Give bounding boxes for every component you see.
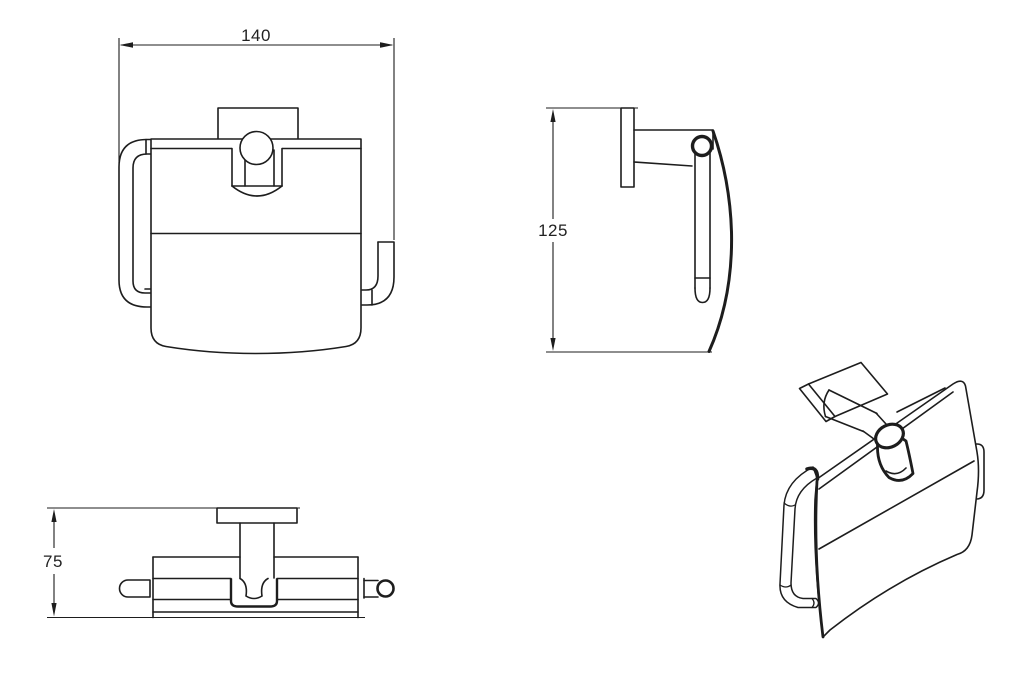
- top-view: 75: [43, 507, 395, 619]
- dim-arrow-right: [380, 42, 394, 48]
- cover-flap-iso: [813, 380, 980, 638]
- front-extension-lines: [118, 38, 395, 240]
- roll-bar-left-end: [118, 579, 151, 598]
- roll-bar-side: [694, 149, 711, 304]
- side-view: 125: [538, 107, 734, 353]
- roll-bar-iso: [779, 466, 820, 609]
- top-depth-dimension: 75: [43, 552, 63, 571]
- front-view: 140: [118, 26, 395, 355]
- dim-arrow-up: [550, 109, 556, 122]
- hinge-bracket-top: [229, 577, 279, 608]
- roll-bar-bend-accent: [805, 466, 820, 481]
- side-height-dimension: 125: [538, 221, 568, 240]
- wall-plate-side: [620, 107, 635, 188]
- cover-flap: [150, 138, 362, 355]
- mount-arm: [633, 129, 714, 167]
- dim-arrow-up: [51, 509, 57, 522]
- wall-plate-top: [216, 507, 298, 524]
- side-extension-lines: [546, 107, 712, 353]
- spindle-knob: [239, 130, 274, 166]
- dim-arrow-down: [550, 338, 556, 351]
- mount-post: [239, 522, 275, 579]
- roll-bar-right-end: [363, 579, 395, 598]
- flap-profile-curve: [707, 129, 734, 353]
- cover-left-edge: [814, 479, 825, 639]
- roll-bar-right-hook: [361, 241, 395, 306]
- front-width-dimension: 140: [241, 26, 271, 45]
- top-extension-lines: [47, 507, 365, 619]
- dim-arrow-down: [51, 603, 57, 617]
- cover-top-outline: [152, 556, 365, 619]
- spindle-knuckle-iso: [874, 422, 905, 450]
- cover-crease-line-iso: [818, 460, 975, 550]
- mount-arm-iso: [823, 389, 887, 440]
- roll-bar-left: [118, 138, 153, 308]
- dim-arrow-left: [119, 42, 133, 48]
- isometric-view: [779, 361, 985, 639]
- hinge-knuckle: [690, 134, 714, 158]
